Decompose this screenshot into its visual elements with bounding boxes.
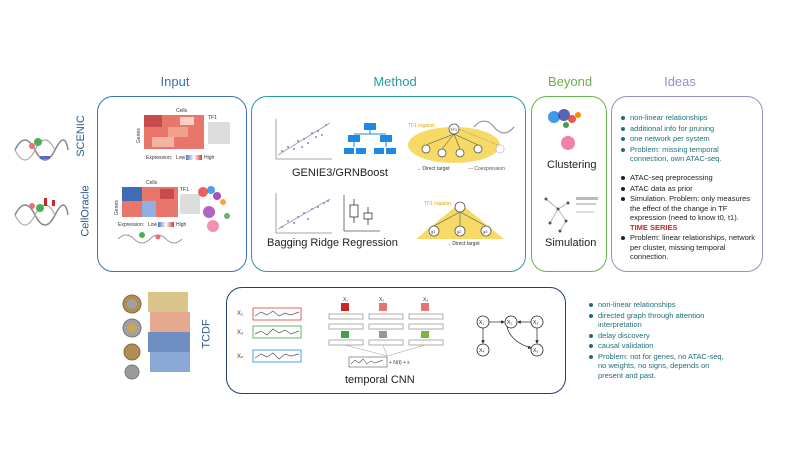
idea-item: non-linear relationships bbox=[620, 113, 756, 123]
dna-illustration bbox=[14, 138, 69, 226]
header-method: Method bbox=[373, 74, 417, 89]
svg-text:X₃: X₃ bbox=[533, 320, 538, 326]
header-beyond: Beyond bbox=[547, 74, 593, 89]
svg-text:X₁: X₁ bbox=[237, 311, 243, 317]
svg-text:X₃: X₃ bbox=[423, 297, 428, 303]
idea-item: Problem: linear relationships, network p… bbox=[620, 233, 758, 262]
svg-text:X₁: X₁ bbox=[343, 297, 348, 303]
coins-banknotes-image bbox=[122, 292, 190, 380]
ideas-celloracle-list: ATAC-seq preprocessing ATAC data as prio… bbox=[620, 173, 758, 263]
cnn-formula: + N(t) + ε bbox=[389, 360, 410, 366]
tf-label-2: TF1 bbox=[180, 187, 189, 193]
tf-label-1: TF1 bbox=[208, 115, 217, 121]
temporal-cnn-diagram: X₁ X₂ X₃ + N(t) + ε bbox=[328, 297, 444, 368]
tf-regulon-label-1: TF1 regulon bbox=[408, 123, 435, 129]
tf-regulon-label-2: TF1 regulon bbox=[424, 201, 451, 207]
simulation-graph bbox=[544, 197, 598, 233]
svg-text:X₅: X₅ bbox=[533, 348, 538, 354]
idea-item: additional info for pruning bbox=[620, 124, 756, 134]
coexpression-label: --- Coexpression bbox=[468, 166, 505, 172]
idea-item: Problem: not for genes, no ATAC-seq, no … bbox=[588, 352, 728, 381]
tcdf-ideas-list: non-linear relationships directed graph … bbox=[588, 300, 728, 381]
causal-graph: X₁ X₂ X₃ X₄ X₅ bbox=[476, 315, 544, 357]
svg-text:TF1: TF1 bbox=[450, 127, 458, 132]
svg-text:Xₙ: Xₙ bbox=[237, 354, 244, 360]
high-label-2: High bbox=[176, 222, 187, 228]
svg-text:X₁: X₁ bbox=[479, 320, 484, 326]
ideas-panel: non-linear relationships additional info… bbox=[611, 96, 763, 272]
input-panel: Cells Genes TF1 Expression: Low High Cel… bbox=[97, 96, 247, 272]
svg-text:X₂: X₂ bbox=[507, 320, 512, 326]
row-label-celloracle: CellOracle bbox=[79, 185, 92, 237]
tree-diagram bbox=[344, 123, 396, 154]
idea-item: ATAC-seq preprocessing bbox=[620, 173, 758, 183]
svg-text:X₄: X₄ bbox=[479, 348, 484, 354]
time-series-highlight: TIME SERIES bbox=[630, 222, 678, 232]
header-ideas: Ideas bbox=[664, 74, 696, 89]
svg-text:X₂: X₂ bbox=[379, 297, 384, 303]
cells-label-2: Cells bbox=[146, 180, 158, 186]
cells-label-1: Cells bbox=[176, 108, 188, 114]
low-label-1: Low bbox=[176, 155, 186, 161]
bagging-label: Bagging Ridge Regression bbox=[267, 237, 398, 249]
beyond-panel: Clustering Simulation bbox=[531, 96, 607, 272]
method-panel: TF1 regulon TF1 → Direct target --- Coex… bbox=[251, 96, 526, 272]
heatmap-grid-1 bbox=[144, 115, 204, 149]
genie3-label: GENIE3/GRNBoost bbox=[292, 167, 388, 179]
svg-text:g2: g2 bbox=[457, 229, 462, 234]
direct-target-label-2: → Direct target bbox=[446, 241, 480, 247]
row-label-tcdf: TCDF bbox=[200, 319, 213, 349]
bagging-scatter bbox=[275, 193, 332, 234]
idea-simulation-text: Simulation. Problem: only measures the e… bbox=[630, 194, 751, 222]
expression-label-2: Expression: bbox=[118, 222, 144, 228]
idea-item: non-linear relationships bbox=[588, 300, 728, 310]
svg-text:X₂: X₂ bbox=[237, 330, 244, 336]
celloracle-heatmap: Cells Genes TF1 Expression: Low High bbox=[114, 180, 200, 244]
tf-regulon-direct: TF1 regulon g1 g2 g3 → Direct target bbox=[416, 201, 504, 247]
genie3-scatter bbox=[275, 119, 332, 160]
header-input: Input bbox=[160, 74, 190, 89]
svg-text:g1: g1 bbox=[431, 229, 436, 234]
idea-item: one network per system bbox=[620, 134, 756, 144]
boxplot bbox=[343, 195, 380, 232]
simulation-label: Simulation bbox=[545, 237, 597, 249]
time-series-plots: X₁ X₂ Xₙ bbox=[237, 307, 302, 363]
scenic-heatmap: Cells Genes TF1 Expression: Low High bbox=[136, 108, 230, 161]
idea-item: Simulation. Problem: only measures the e… bbox=[620, 194, 758, 232]
svg-text:g3: g3 bbox=[483, 229, 488, 234]
clustering-label: Clustering bbox=[547, 159, 597, 171]
idea-item: ATAC data as prior bbox=[620, 184, 758, 194]
low-label-2: Low bbox=[148, 222, 158, 228]
tcdf-panel: X₁ X₂ Xₙ X₁ X₂ X₃ + N(t) + ε temporal CN… bbox=[226, 287, 566, 394]
umap-scatter bbox=[198, 186, 230, 232]
temporal-cnn-label: temporal CNN bbox=[345, 374, 415, 386]
idea-item: directed graph through attention interpr… bbox=[588, 311, 728, 330]
tf-regulon-coexpression: TF1 regulon TF1 → Direct target --- Coex… bbox=[408, 120, 515, 172]
high-label-1: High bbox=[204, 155, 215, 161]
row-label-scenic: SCENIC bbox=[74, 115, 87, 157]
expression-label-1: Expression: bbox=[146, 155, 172, 161]
ideas-scenic-list: non-linear relationships additional info… bbox=[620, 113, 756, 165]
genes-label-1: Genes bbox=[136, 128, 142, 143]
direct-target-label-1: → Direct target bbox=[416, 166, 450, 172]
clustering-umap bbox=[548, 109, 581, 150]
idea-item: causal validation bbox=[588, 341, 728, 351]
genes-label-2: Genes bbox=[114, 200, 120, 215]
idea-item: delay discovery bbox=[588, 331, 728, 341]
idea-item: Problem: missing temporal connection, ow… bbox=[620, 145, 756, 164]
